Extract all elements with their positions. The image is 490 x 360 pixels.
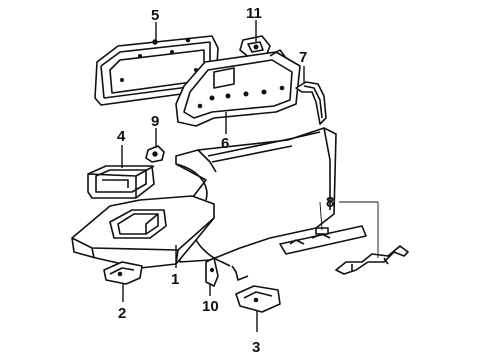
callout-8: 8 — [326, 194, 334, 211]
callout-labels: 5 11 7 6 9 4 8 1 2 10 3 — [117, 5, 334, 356]
callout-6: 6 — [221, 135, 229, 152]
storage-tray-part — [87, 165, 155, 199]
clip-part — [145, 145, 165, 163]
side-bracket-part — [205, 257, 219, 287]
callout-11: 11 — [246, 5, 262, 22]
console-body-part — [71, 127, 337, 269]
trim-molding-part — [295, 81, 327, 125]
callout-1: 1 — [171, 271, 179, 288]
front-bracket-part — [103, 261, 143, 285]
callout-5: 5 — [151, 7, 159, 24]
lid-inner-panel-part — [175, 49, 301, 127]
callout-9: 9 — [151, 113, 159, 130]
hook-part — [231, 265, 249, 281]
leader-lines — [121, 20, 379, 332]
rear-bracket-part — [235, 285, 281, 313]
callout-7: 7 — [299, 49, 307, 66]
callout-2: 2 — [118, 305, 126, 322]
callout-4: 4 — [117, 128, 126, 145]
wiring-harness-part — [335, 245, 409, 275]
lower-panel-part — [279, 225, 367, 255]
callout-3: 3 — [252, 339, 260, 356]
callout-10: 10 — [202, 298, 219, 315]
